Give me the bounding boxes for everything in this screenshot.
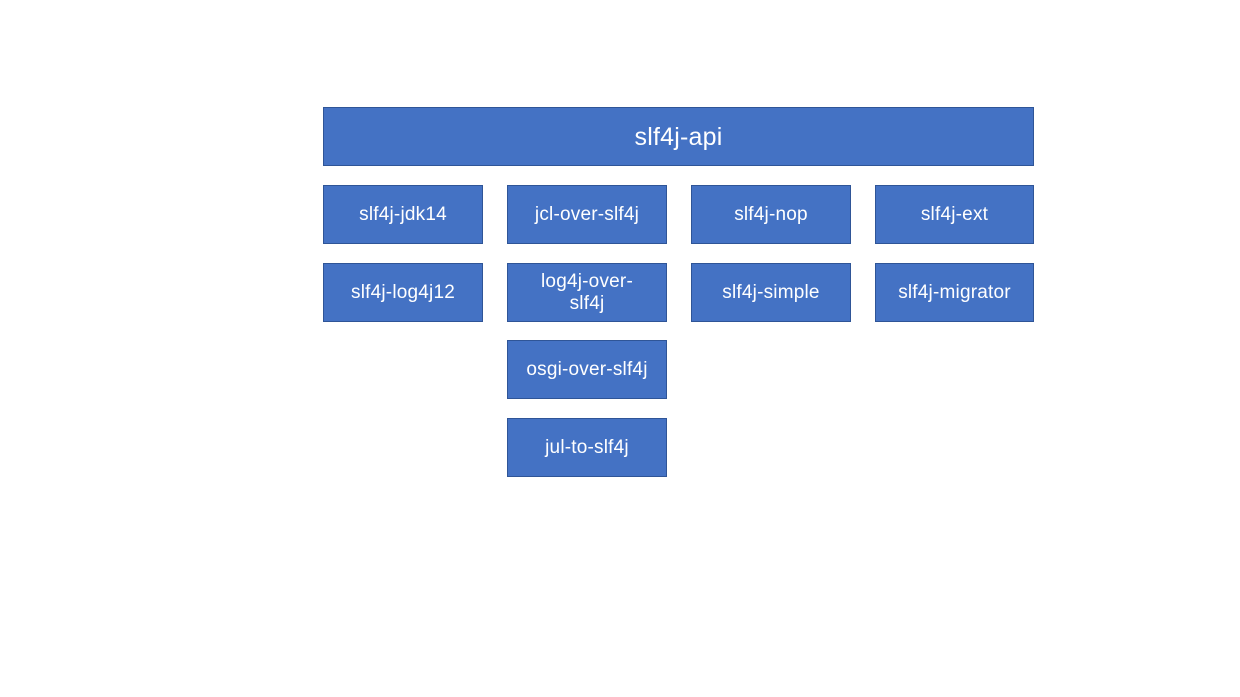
slf4j-log4j12-box: slf4j-log4j12 — [323, 263, 483, 322]
slf4j-migrator-box: slf4j-migrator — [875, 263, 1034, 322]
log4j-over-slf4j-label: log4j-over-slf4j — [541, 270, 633, 314]
slf4j-nop-box: slf4j-nop — [691, 185, 851, 244]
slf4j-jdk14-box: slf4j-jdk14 — [323, 185, 483, 244]
osgi-over-slf4j-box: osgi-over-slf4j — [507, 340, 667, 399]
log4j-over-slf4j-box: log4j-over-slf4j — [507, 263, 667, 322]
slf4j-jdk14-label: slf4j-jdk14 — [359, 203, 447, 225]
slf4j-nop-label: slf4j-nop — [734, 203, 808, 225]
slf4j-simple-label: slf4j-simple — [722, 281, 820, 303]
slf4j-api-label: slf4j-api — [634, 122, 723, 151]
slf4j-log4j12-label: slf4j-log4j12 — [351, 281, 455, 303]
slf4j-simple-box: slf4j-simple — [691, 263, 851, 322]
slf4j-api-box: slf4j-api — [323, 107, 1034, 166]
jul-to-slf4j-label: jul-to-slf4j — [545, 436, 629, 458]
slf4j-ext-label: slf4j-ext — [920, 203, 989, 225]
osgi-over-slf4j-label: osgi-over-slf4j — [526, 358, 648, 380]
slf4j-migrator-label: slf4j-migrator — [898, 281, 1011, 303]
jcl-over-slf4j-label: jcl-over-slf4j — [534, 203, 640, 225]
jcl-over-slf4j-box: jcl-over-slf4j — [507, 185, 667, 244]
jul-to-slf4j-box: jul-to-slf4j — [507, 418, 667, 477]
slf4j-ext-box: slf4j-ext — [875, 185, 1034, 244]
